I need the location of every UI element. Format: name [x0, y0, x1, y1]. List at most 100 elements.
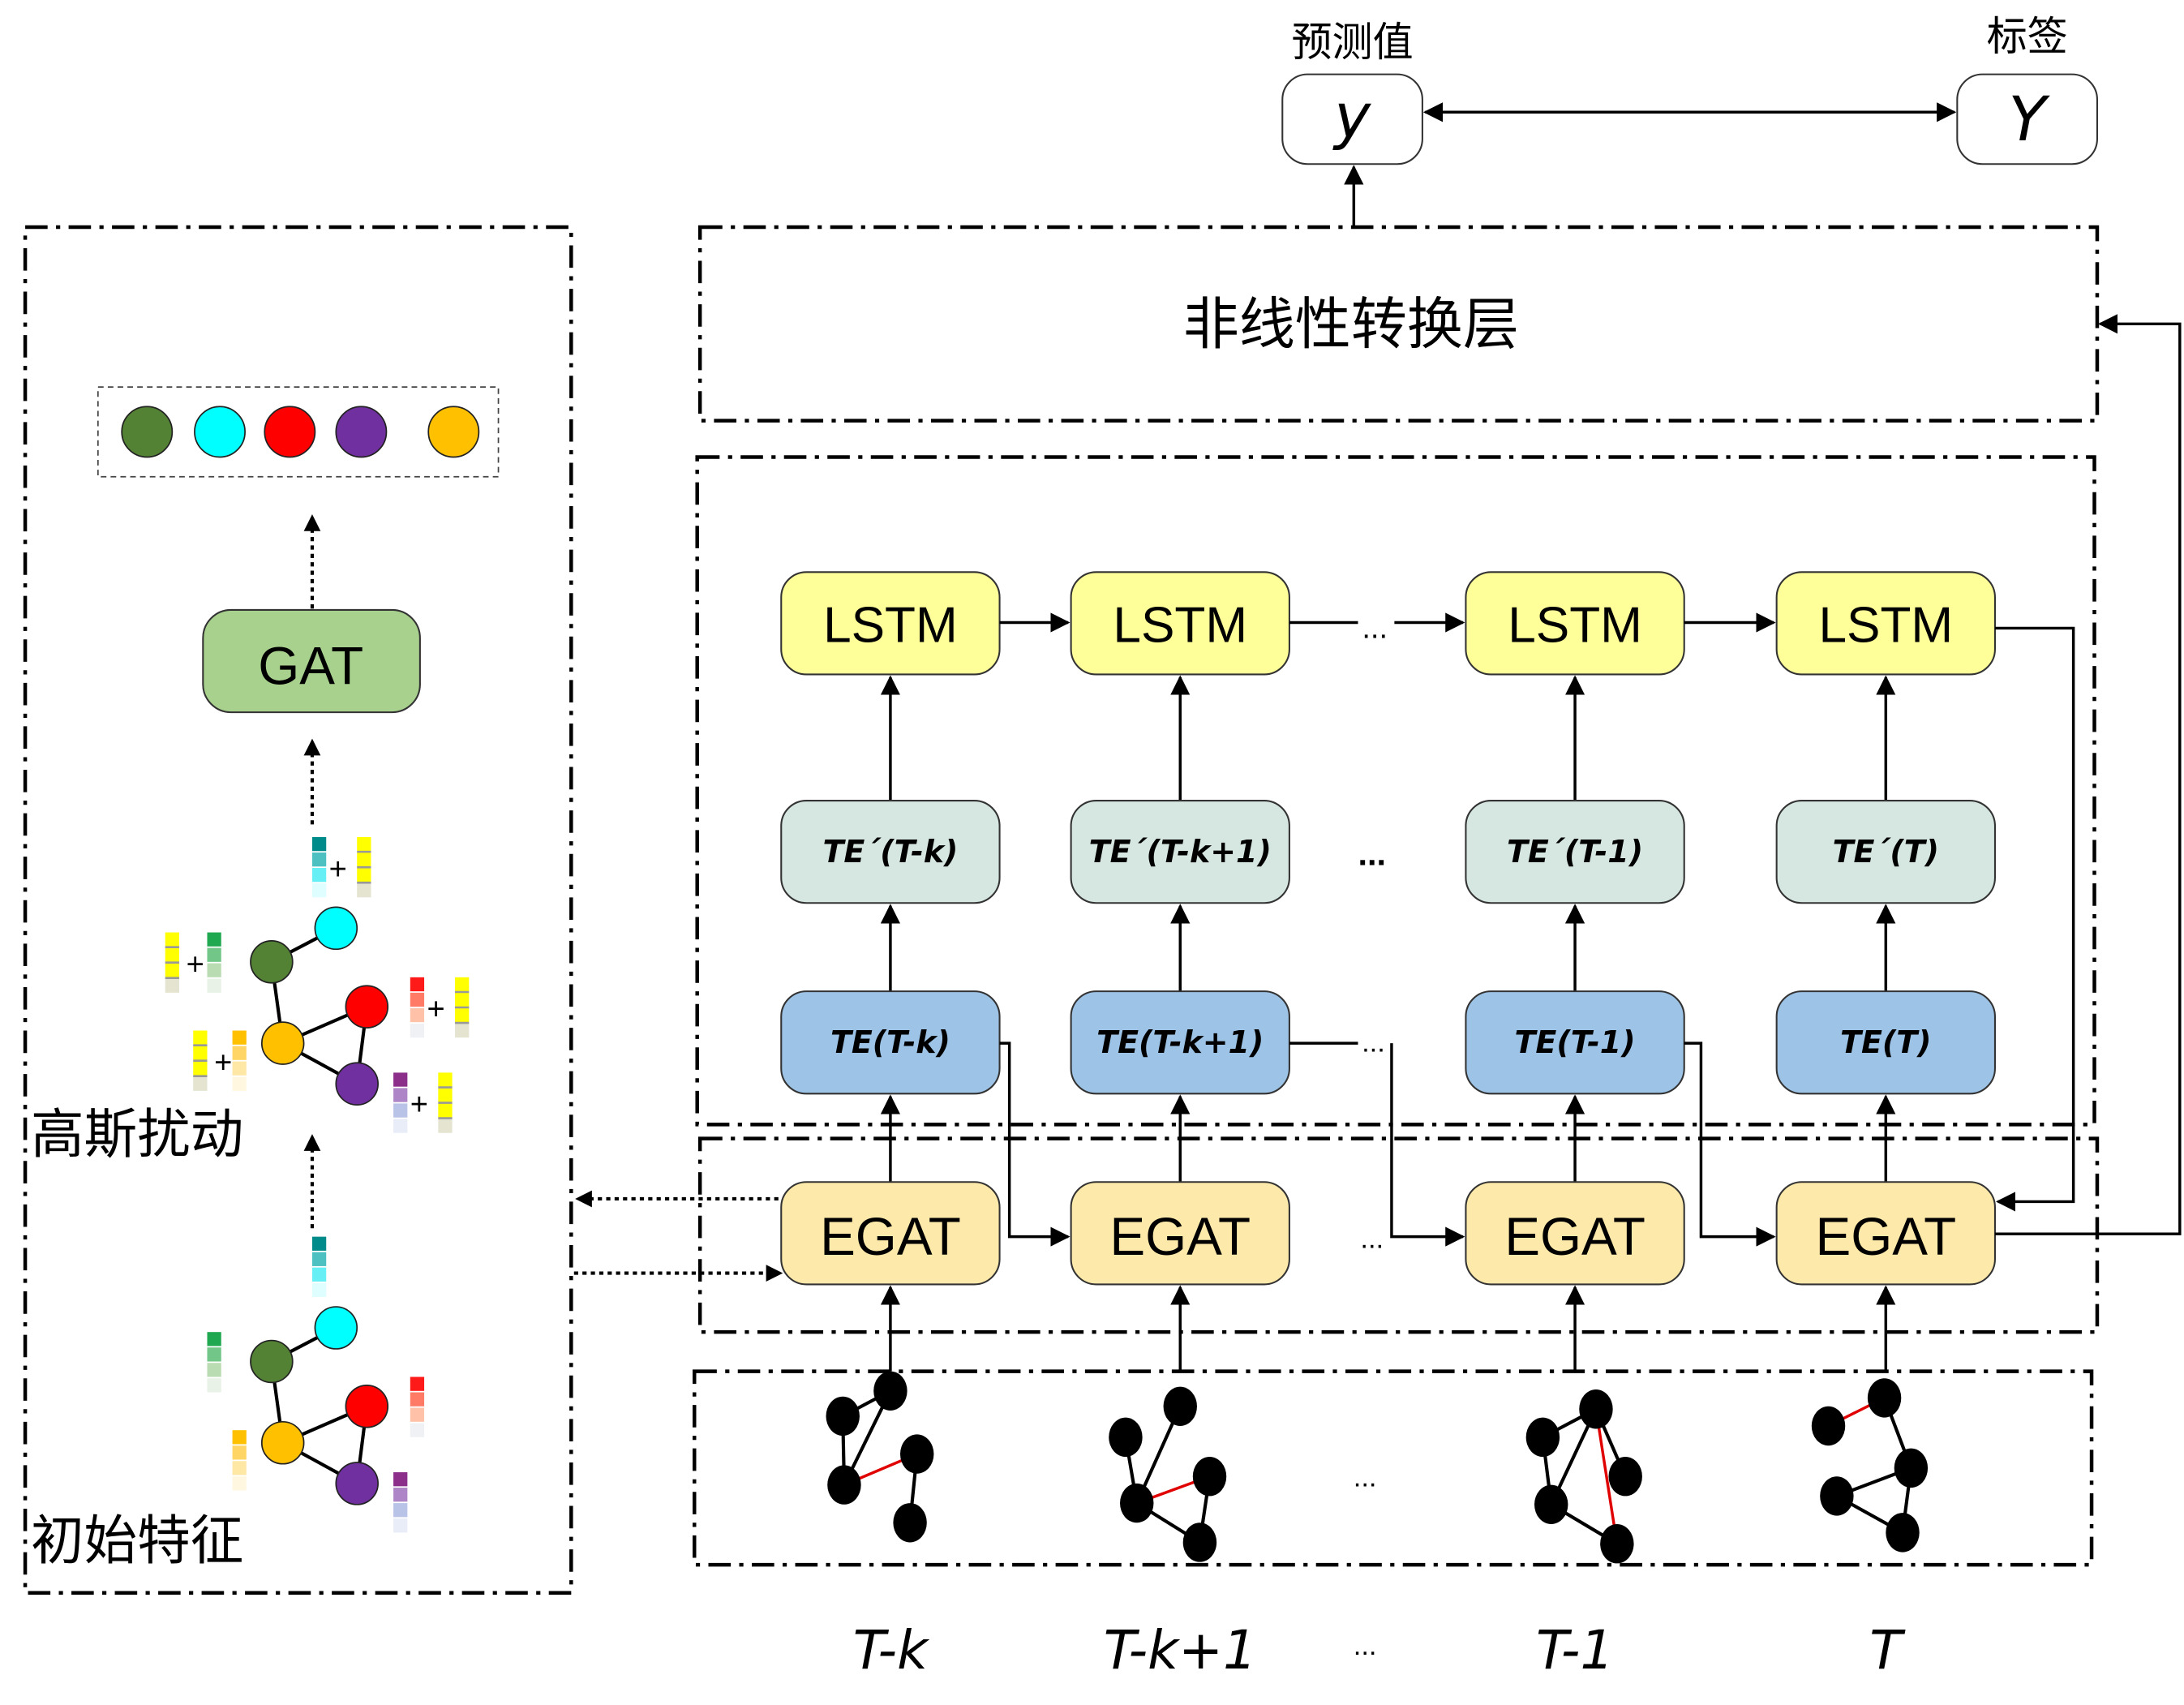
graph-snapshot: [1811, 1378, 1929, 1553]
time-step-label: T-k+1: [1104, 1620, 1257, 1681]
green-feature-bar: [207, 932, 221, 947]
orange-feature-bar: [232, 1476, 247, 1491]
noise-feature-bar: [357, 852, 371, 867]
noise-feature-bar: [165, 963, 179, 977]
noise-feature-bar: [165, 947, 179, 962]
plus-icon: +: [187, 947, 204, 981]
cyan-feature-bar: [311, 1252, 327, 1266]
graph-node: [873, 1371, 907, 1411]
cyan-feature-bar: [311, 852, 327, 867]
graph-node: [827, 1465, 861, 1505]
initial-features-label: 初始特征: [31, 1510, 243, 1572]
graph-node: [1886, 1513, 1920, 1553]
purple-feature-bar: [393, 1088, 408, 1102]
te-label: TE(T-k+1): [1096, 1024, 1264, 1060]
plus-icon: +: [410, 1088, 428, 1122]
graph-snapshot: [826, 1371, 934, 1543]
graph-node: [1867, 1378, 1902, 1418]
red-node: [345, 1385, 389, 1428]
orange-feature-bar: [232, 1430, 247, 1445]
graph-snapshot: [1525, 1389, 1642, 1564]
nonlinear-layer-label: 非线性转换层: [1183, 292, 1519, 357]
purple-node: [335, 1062, 379, 1106]
egat-to-nonlinear-arrow: [1994, 314, 2182, 1235]
red-feature-bar: [410, 1023, 425, 1038]
noise-feature-bar: [455, 977, 470, 992]
egat-box: [1070, 1181, 1290, 1286]
noise-feature-bar: [357, 868, 371, 883]
embedding-nodes: [121, 406, 480, 458]
noise-feature-bar: [357, 836, 371, 852]
purple-feature-bar: [393, 1103, 408, 1118]
lstm-label: LSTM: [1818, 598, 1953, 654]
noise-feature-bar: [438, 1072, 453, 1087]
embedding-node: [335, 406, 388, 458]
cyan-node: [314, 906, 358, 951]
prediction-box: [1281, 73, 1423, 165]
graph-snapshot: [1109, 1386, 1227, 1562]
graph-node: [1192, 1457, 1227, 1497]
green-feature-bar: [207, 1347, 221, 1362]
egat-label: EGAT: [1109, 1207, 1251, 1266]
graph-node: [1182, 1522, 1217, 1562]
cyan-node: [314, 1306, 358, 1350]
embedding-node: [427, 406, 480, 458]
noise-feature-bar: [438, 1119, 453, 1133]
te-label: TE(T-k): [830, 1024, 950, 1060]
egat-label: EGAT: [820, 1207, 961, 1266]
orange-node: [260, 1420, 305, 1465]
gaussian-perturbation-label: 高斯扰动: [31, 1104, 243, 1166]
gat-box: [202, 608, 421, 714]
noise-feature-bar: [165, 932, 179, 947]
lstm-label: LSTM: [823, 598, 958, 654]
graph-node: [1608, 1457, 1642, 1497]
te-prime-label: TE´(T-k+1): [1089, 834, 1272, 870]
purple-feature-bar: [393, 1518, 408, 1533]
lstm-ellipsis: ...: [1362, 611, 1388, 645]
green-feature-bar: [207, 1363, 221, 1377]
purple-feature-bar: [393, 1072, 408, 1087]
cyan-feature-bar: [311, 883, 327, 898]
te-to-egat-link-3: [1684, 1041, 1776, 1247]
graph-node: [893, 1503, 927, 1543]
label-title: 标签: [1987, 13, 2068, 60]
noise-feature-bar: [193, 1076, 208, 1091]
te-prime-ellipsis: ...: [1358, 835, 1386, 873]
te-label: TE(T): [1840, 1024, 1931, 1060]
te-prime-box: [1070, 800, 1290, 904]
left-panel-frame: [23, 225, 573, 1595]
green-feature-bar: [207, 978, 221, 993]
egat-label: EGAT: [1815, 1207, 1956, 1266]
te-prime-box: [780, 800, 1001, 904]
red-feature-bar: [410, 1407, 425, 1422]
te-box: [1775, 990, 1996, 1095]
graph-node: [899, 1434, 934, 1474]
cyan-feature-bar: [311, 868, 327, 883]
graph-snapshots-frame: [692, 1369, 2094, 1567]
red-feature-bar: [410, 977, 425, 992]
green-node: [250, 940, 294, 984]
egat-box: [1465, 1181, 1685, 1286]
cyan-feature-bar: [311, 1267, 327, 1282]
purple-feature-bar: [393, 1119, 408, 1133]
cyan-feature-bar: [311, 1282, 327, 1297]
te-ellipsis: ...: [1362, 1027, 1385, 1058]
graph-ellipsis: ...: [1354, 1462, 1377, 1492]
te-prime-label: TE´(T-1): [1507, 834, 1643, 870]
noise-feature-bar: [165, 978, 179, 993]
graph-node: [826, 1396, 860, 1437]
cyan-feature-bar: [311, 836, 327, 852]
orange-feature-bar: [232, 1445, 247, 1460]
noise-feature-bar: [438, 1088, 453, 1102]
egat-box: [780, 1181, 1001, 1286]
orange-feature-bar: [232, 1061, 247, 1076]
nonlinear-layer-frame: [697, 225, 2100, 423]
embedding-node: [121, 406, 174, 458]
te-prime-box: [1465, 800, 1685, 904]
orange-feature-bar: [232, 1046, 247, 1060]
highlighted-edge: [1594, 1408, 1619, 1544]
noise-feature-bar: [193, 1030, 208, 1045]
te-prime-box: [1775, 800, 1996, 904]
graph-node: [1120, 1483, 1154, 1523]
purple-feature-bar: [393, 1503, 408, 1518]
